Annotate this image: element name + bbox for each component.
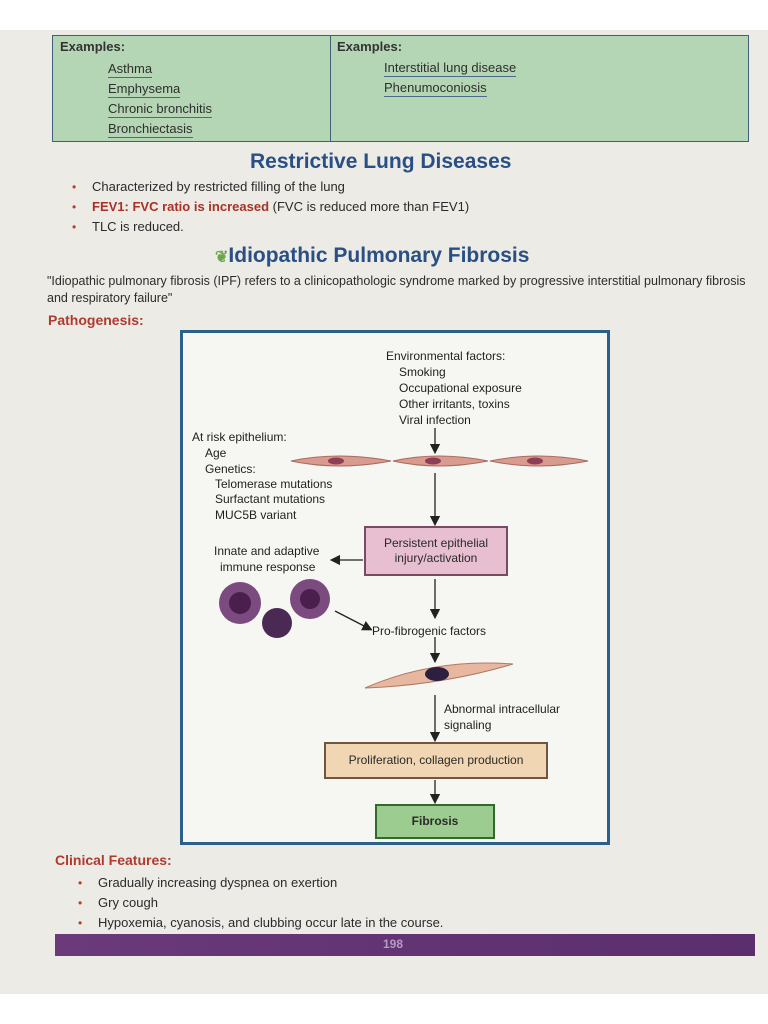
list-item: TLC is reduced. bbox=[72, 217, 469, 237]
risk-factor: Age bbox=[205, 446, 227, 460]
clinical-features-list: Gradually increasing dyspnea on exertion… bbox=[78, 873, 443, 933]
fev1-ratio-highlight: FEV1: FVC ratio is increased bbox=[92, 199, 270, 214]
persistent-injury-box: Persistent epithelial injury/activation bbox=[364, 526, 508, 576]
right-examples-heading: Examples: bbox=[337, 39, 403, 54]
ipf-definition: "Idiopathic pulmonary fibrosis (IPF) ref… bbox=[47, 274, 746, 305]
env-factors-heading: Environmental factors: bbox=[386, 349, 506, 363]
leaf-icon: ❦ bbox=[215, 249, 229, 266]
left-example-item: Chronic bronchitis bbox=[108, 101, 213, 118]
risk-factor: Telomerase mutations bbox=[215, 477, 333, 491]
examples-table: Examples: Asthma Emphysema Chronic bronc… bbox=[52, 35, 749, 142]
profibrogenic-label: Pro-fibrogenic factors bbox=[372, 624, 487, 638]
page-number: 198 bbox=[383, 937, 404, 951]
proliferation-box: Proliferation, collagen production bbox=[324, 742, 548, 779]
immune-response-label: immune response bbox=[220, 560, 316, 574]
risk-factor: Genetics: bbox=[205, 462, 256, 476]
env-factor: Viral infection bbox=[399, 413, 471, 427]
pathogenesis-heading: Pathogenesis: bbox=[48, 312, 144, 328]
fibrosis-box: Fibrosis bbox=[375, 804, 495, 839]
footer-bar bbox=[55, 934, 755, 956]
list-item: Hypoxemia, cyanosis, and clubbing occur … bbox=[78, 913, 443, 933]
list-item: FEV1: FVC ratio is increased (FVC is red… bbox=[72, 197, 469, 217]
restrictive-bullets: Characterized by restricted filling of t… bbox=[72, 177, 469, 237]
env-factor: Occupational exposure bbox=[399, 381, 522, 395]
left-example-item: Asthma bbox=[108, 61, 153, 78]
right-example-item: Interstitial lung disease bbox=[384, 60, 517, 77]
immune-cells bbox=[219, 579, 330, 638]
list-item: Gry cough bbox=[78, 893, 443, 913]
risk-heading: At risk epithelium: bbox=[192, 430, 287, 444]
left-examples-heading: Examples: bbox=[60, 39, 126, 54]
textbook-page: Examples: Asthma Emphysema Chronic bronc… bbox=[0, 30, 768, 994]
fibroblast-cell bbox=[364, 662, 514, 689]
epithelial-cells bbox=[290, 455, 589, 467]
table-divider bbox=[330, 36, 331, 141]
env-factor: Smoking bbox=[399, 365, 446, 379]
ipf-title-text: Idiopathic Pulmonary Fibrosis bbox=[228, 244, 530, 267]
ipf-title: ❦Idiopathic Pulmonary Fibrosis bbox=[215, 244, 529, 268]
left-example-item: Emphysema bbox=[108, 81, 181, 98]
pathogenesis-diagram: Environmental factors: Smoking Occupatio… bbox=[180, 330, 610, 845]
immune-response-label: Innate and adaptive bbox=[214, 544, 320, 558]
clinical-features-heading: Clinical Features: bbox=[55, 852, 172, 868]
bullet-text: TLC is reduced. bbox=[92, 219, 184, 234]
bullet-text: Characterized by restricted filling of t… bbox=[92, 179, 345, 194]
right-example-item: Phenumoconiosis bbox=[384, 80, 487, 97]
risk-factor: Surfactant mutations bbox=[215, 492, 326, 506]
left-example-item: Bronchiectasis bbox=[108, 121, 193, 138]
list-item: Characterized by restricted filling of t… bbox=[72, 177, 469, 197]
list-item: Gradually increasing dyspnea on exertion bbox=[78, 873, 443, 893]
bullet-text: (FVC is reduced more than FEV1) bbox=[269, 199, 470, 214]
env-factor: Other irritants, toxins bbox=[399, 397, 510, 411]
restrictive-title: Restrictive Lung Diseases bbox=[250, 150, 512, 173]
risk-factor: MUC5B variant bbox=[215, 508, 297, 522]
signaling-label: Abnormal intracellular bbox=[444, 702, 561, 716]
signaling-label: signaling bbox=[444, 718, 492, 732]
diagram-arrows bbox=[219, 428, 589, 805]
